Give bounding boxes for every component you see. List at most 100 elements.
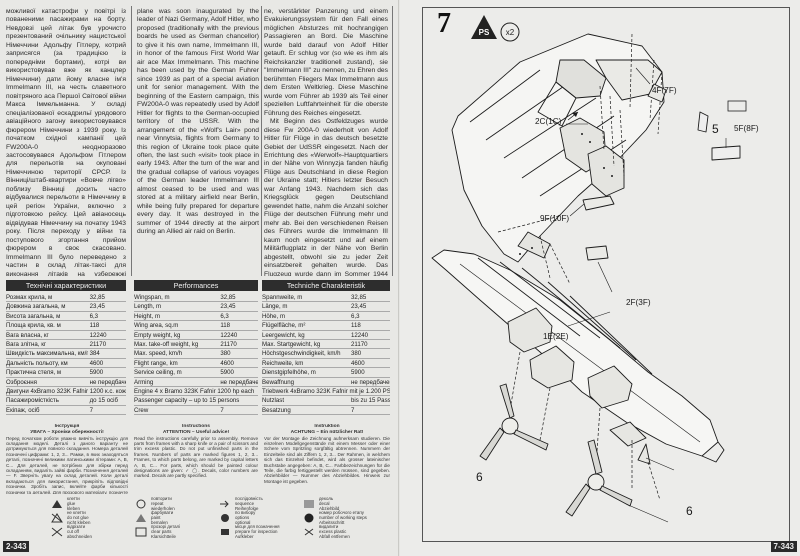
spec-row: Engine 4 x Bramo 323K Fafnir 1200 hp eac…: [134, 387, 258, 397]
spec-value: 6,3: [220, 312, 229, 320]
spec-label: Max. Startgewicht, kg: [262, 340, 321, 348]
callout-part-1e: 1E(2E): [543, 332, 569, 341]
spec-value: 380: [351, 350, 362, 358]
spec-value: не передбачене: [351, 378, 390, 386]
spec-label: Engine 4 x Bramo 323K Fafnir 1200 hp eac…: [134, 387, 255, 395]
spec-label: Flügelfläche, m²: [262, 322, 306, 330]
spec-label: Länge, m: [262, 303, 288, 311]
spec-value: не передбачене: [220, 378, 258, 386]
spec-label: Besatzung: [262, 406, 291, 414]
spec-label: Max. speed, km/h: [134, 350, 183, 358]
legend-symbol-icon: [136, 514, 146, 523]
spec-value: 12240: [220, 331, 238, 339]
spec-value: 32,85: [220, 294, 236, 301]
legend-label: деколь: [319, 496, 334, 501]
callout-propeller-6: 6: [476, 470, 483, 484]
spec-row: Height, m 6,3: [134, 312, 258, 322]
legend-label: options: [235, 514, 250, 520]
spec-value: 7: [351, 406, 355, 414]
history-text-ukrainian: можливої катастрофи у повітрі із пованен…: [6, 8, 126, 276]
step-number: 7: [437, 8, 451, 39]
legend-label: repeat: [151, 500, 164, 506]
legend-label: не клеїти: [67, 510, 86, 515]
spec-label: Height, m: [134, 312, 161, 320]
spec-value: 384: [89, 350, 100, 358]
left-page: можливої катастрофи у повітрі із пованен…: [3, 6, 393, 552]
spec-label: Höchstgeschwindigkeit, km/h: [262, 350, 341, 358]
spec-label: Spannweite, m: [262, 294, 303, 301]
spec-label: Практична стеля, м: [6, 369, 62, 377]
legend-label: місце для позначення: [235, 524, 280, 529]
callout-part-4f: 4F(7F): [652, 86, 677, 95]
callout-propeller-6: 6: [686, 504, 693, 518]
legend-label: abschneiden: [67, 533, 92, 539]
spec-label: Max. take-off weight, kg: [134, 340, 199, 348]
instructions-body: Vor der Montage die Zeichnung aufmerksam…: [264, 435, 390, 484]
spec-label: Triebwerk 4xBramo 323K Fafnir mit je 1.2…: [262, 387, 390, 395]
instructions-body: Read the instructions carefully prior to…: [134, 435, 258, 479]
callout-part-2c: 2C(1C): [535, 117, 562, 126]
page-number-left: 2-343: [3, 541, 30, 552]
history-paragraph: Mit Beginn des Ostfeldzuges wurde diese …: [264, 118, 388, 276]
paint-triangle-icon: PS: [471, 15, 497, 39]
spec-row: Висота загальна, м 6,3: [6, 312, 126, 322]
lower-wing-half: [431, 249, 725, 501]
spec-value: 6,3: [351, 312, 360, 320]
spec-label: Швидкість максимальна, км/год: [6, 350, 88, 358]
spec-label: Arming: [134, 378, 154, 386]
part-4f: [647, 83, 667, 103]
legend-label: Klarsichtteile: [151, 533, 176, 539]
spec-label: Озброєння: [6, 378, 37, 386]
legend-label: по вибору: [235, 510, 256, 515]
spec-value: до 15 осіб: [89, 397, 118, 405]
legend-symbol-icon: [304, 500, 314, 509]
instructions-body: Перед початком роботи уважно вивчіть інс…: [6, 435, 128, 494]
spec-value: 4600: [351, 359, 365, 367]
spec-label: Площа крила, кв. м: [6, 322, 61, 330]
wing-assembly-drawing: [431, 33, 741, 523]
legend-label: sequence: [235, 500, 255, 506]
column-divider: [131, 6, 132, 276]
spec-value: 23,45: [220, 303, 236, 311]
legend-label: decal: [319, 500, 330, 506]
legend-label: glue: [67, 500, 76, 506]
instructions-german: Instruktion ACHTUNG – Ein nützlicher Rat…: [264, 424, 390, 494]
upper-wing-half: [451, 33, 665, 285]
spec-label: Екіпаж, осіб: [6, 406, 40, 414]
spec-value: 6,3: [89, 312, 99, 320]
repeat-x2-icon: x2: [500, 22, 520, 42]
legend-symbol-icon: [135, 527, 147, 537]
spec-label: Висота загальна, м: [6, 312, 61, 320]
spec-label: Розмах крила, м: [6, 294, 53, 301]
spec-label: Dienstgipfelhöhe, m: [262, 369, 316, 377]
legend-label: optional: [235, 519, 251, 525]
legend-label: cut off: [67, 528, 79, 534]
part-5-clear: [697, 111, 709, 133]
legend-label: прозорі деталі: [151, 524, 181, 529]
spec-value: 4600: [220, 359, 234, 367]
